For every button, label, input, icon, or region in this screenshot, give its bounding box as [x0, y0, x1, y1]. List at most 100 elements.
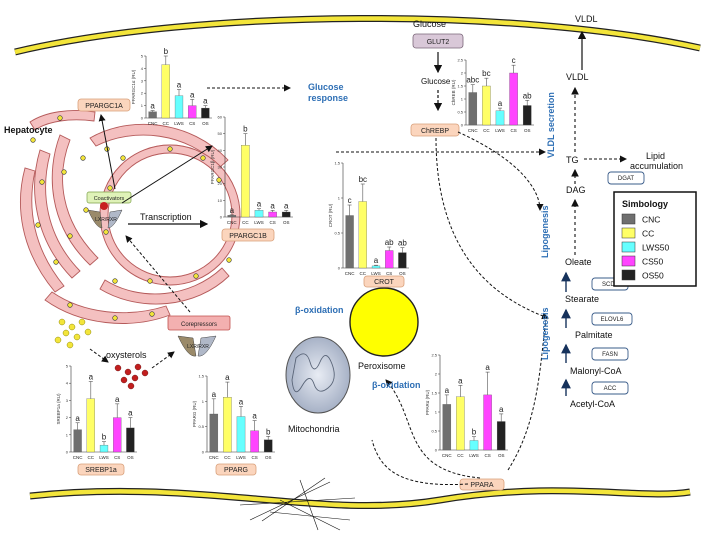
yellow-particles: [54, 318, 92, 349]
y-tick-label: 10: [218, 198, 223, 203]
y-axis-title: PPARα (RU): [425, 389, 430, 415]
category-label: CS: [114, 455, 120, 460]
significance-letter: b: [266, 427, 271, 436]
mitochondria-label: Mitochondria: [288, 424, 340, 434]
significance-letter: a: [499, 405, 504, 414]
bar-lws: [236, 416, 246, 453]
enzyme-label-elovl6: ELOVL6: [601, 317, 624, 323]
category-label: CNC: [468, 128, 478, 133]
bar-lws: [495, 110, 505, 126]
significance-letter: c: [512, 56, 516, 65]
category-label: LWS: [236, 455, 245, 460]
significance-letter: a: [89, 372, 94, 381]
endoplasmic-reticulum: [20, 110, 230, 324]
significance-letter: a: [284, 201, 289, 210]
y-axis-title: PPARGC1β (RU): [210, 149, 215, 184]
category-label: CS: [386, 271, 392, 276]
gene-box-pparg: PPARG: [215, 463, 257, 476]
category-label: CC: [224, 455, 231, 460]
bar-cnc: [209, 413, 219, 453]
bar-cs: [268, 211, 277, 218]
category-label: CS: [189, 121, 195, 126]
legend-label-cc: CC: [642, 229, 654, 239]
significance-letter: a: [115, 395, 120, 404]
category-label: CNC: [209, 455, 219, 460]
y-tick-label: 0: [141, 116, 144, 121]
gene-box-crot: CROT: [363, 275, 405, 288]
y-tick-label: 0: [435, 448, 438, 453]
vldl-top-label: VLDL: [575, 14, 598, 24]
legend-label-cs50: CS50: [642, 257, 664, 267]
y-tick-label: 1: [202, 399, 205, 404]
y-tick-label: 40: [218, 148, 223, 153]
category-label: LWS: [99, 455, 108, 460]
y-tick-label: 2: [141, 91, 144, 96]
y-axis-title: PPARG (RU): [192, 400, 197, 427]
y-tick-label: 1: [338, 196, 341, 201]
bar-lws: [99, 444, 109, 453]
red-oxysterol-particles: [114, 363, 149, 390]
legend-label-cnc: CNC: [642, 215, 660, 225]
glucose-mid-label: Glucose: [421, 77, 451, 86]
y-tick-label: 0.5: [431, 429, 437, 434]
bar-os: [398, 252, 407, 269]
y-tick-label: 1: [461, 97, 464, 102]
bar-cc: [86, 398, 95, 453]
y-axis-title: ChREB (RU): [451, 79, 456, 105]
enzyme-box-dgat: DGAT: [607, 171, 645, 185]
legend-swatch-cnc: [621, 213, 636, 225]
y-tick-label: 0: [338, 266, 341, 271]
significance-letter: a: [203, 97, 208, 106]
bar-cnc: [345, 215, 354, 269]
gene-box-srebp1a: SREBP1a: [77, 463, 125, 476]
significance-letter: a: [498, 99, 503, 108]
y-tick-label: 0.5: [198, 424, 204, 429]
significance-letter: b: [243, 125, 248, 134]
gene-box-ppargc1b: PPARGC1B: [221, 228, 275, 242]
gene-label-pparg: PPARG: [224, 467, 248, 474]
enzyme-box-elovl6: ELOVL6: [591, 312, 633, 326]
y-tick-label: 0.5: [334, 231, 340, 236]
significance-letter: a: [230, 206, 235, 215]
bottom-cell-membrane: [29, 477, 691, 531]
significance-letter: a: [257, 200, 262, 209]
y-tick-label: 1.5: [431, 391, 437, 396]
y-tick-label: 1: [141, 103, 144, 108]
category-label: LWS: [469, 453, 478, 458]
accumulation-label: accumulation: [630, 161, 683, 171]
significance-letter: a: [177, 80, 182, 89]
category-label: CC: [88, 455, 95, 460]
lxr-rxr-label-1: LXR/RXR: [95, 217, 117, 223]
y-tick-label: 2: [435, 372, 438, 377]
enzyme-label-dgat: DGAT: [618, 176, 635, 182]
bar-cc: [223, 397, 232, 453]
category-label: CS: [484, 453, 490, 458]
glut2-label: GLUT2: [427, 39, 450, 46]
bar-cs: [483, 394, 492, 451]
y-tick-label: 3: [141, 78, 144, 83]
bar-cnc: [73, 429, 82, 453]
transcription-label: Transcription: [140, 212, 192, 222]
acetyl-coa-label: Acetyl-CoA: [570, 399, 615, 409]
bar-cnc: [468, 92, 478, 126]
category-label: CS: [269, 220, 275, 225]
legend-label-os50: OS50: [642, 271, 664, 281]
enzyme-box-fasn: FASN: [591, 347, 629, 361]
bar-lws: [174, 95, 184, 119]
tg-label: TG: [566, 155, 579, 165]
legend-title: Simbology: [622, 199, 668, 209]
bar-cs: [385, 250, 394, 269]
y-tick-label: 4: [141, 66, 144, 71]
significance-letter: b: [102, 433, 107, 442]
significance-letter: ab: [398, 239, 407, 248]
gene-label-ppargc1a: PPARGC1A: [85, 103, 123, 110]
bar-lws: [254, 210, 264, 218]
gene-label-chrebp: ChREBP: [421, 128, 449, 135]
dag-label: DAG: [566, 185, 586, 195]
bar-cc: [241, 145, 250, 218]
lipid-label: Lipid: [646, 151, 665, 161]
bar-cs: [113, 417, 122, 453]
significance-letter: ab: [385, 238, 394, 247]
